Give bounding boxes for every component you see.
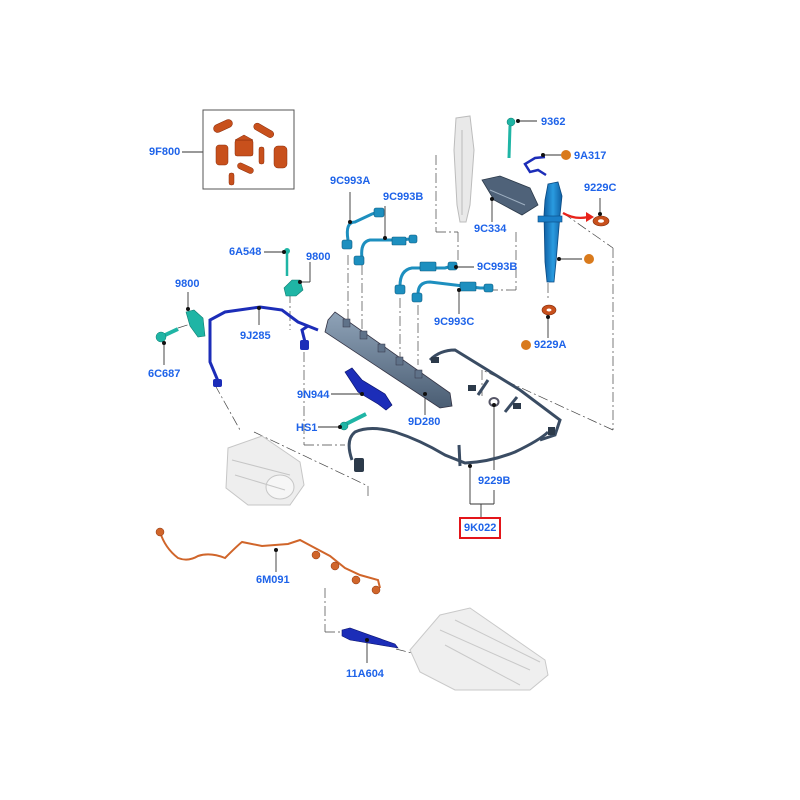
ghost-engine-lower — [225, 435, 305, 506]
red-arrow — [562, 212, 589, 219]
bolt-hs1 — [339, 412, 367, 431]
callout-marker-9229A — [521, 340, 531, 350]
rail-bracket — [344, 367, 393, 411]
line-fittings — [341, 207, 494, 303]
part-label-9C993C[interactable]: 9C993C — [434, 316, 475, 328]
hose-connectors — [354, 357, 555, 472]
fuel-injector — [537, 181, 563, 283]
ghost-cylinder-head — [409, 607, 549, 691]
seal-9229C — [592, 215, 610, 227]
supply-line-ends — [213, 340, 309, 387]
part-label-11A604[interactable]: 11A604 — [346, 668, 384, 680]
glow-plug-harness — [159, 531, 381, 589]
leader-lines — [163, 120, 601, 663]
alignment-lines — [177, 155, 614, 656]
part-label-6M091[interactable]: 6M091 — [256, 574, 290, 586]
supply-line — [208, 305, 319, 382]
bolt-6C687 — [155, 327, 179, 343]
part-label-9F800[interactable]: 9F800 — [149, 146, 181, 158]
leader-dots — [162, 119, 602, 642]
part-label-9229A[interactable]: 9229A — [534, 339, 567, 351]
washer-9229A — [541, 304, 557, 316]
part-label-9229B[interactable]: 9229B — [478, 475, 511, 487]
part-label-9J285[interactable]: 9J285 — [240, 330, 271, 342]
callout-marker-injector — [584, 254, 594, 264]
part-label-9N944[interactable]: 9N944 — [297, 389, 330, 401]
return-line-9A317 — [523, 155, 547, 177]
ghost-injector — [453, 115, 475, 223]
part-label-6A548[interactable]: 6A548 — [229, 246, 262, 258]
part-label-9C993B-lower[interactable]: 9C993B — [477, 261, 518, 273]
part-label-9C334[interactable]: 9C334 — [474, 223, 507, 235]
part-label-9C993A[interactable]: 9C993A — [330, 175, 371, 187]
bracket-9800-right — [283, 279, 304, 297]
fuel-rail — [324, 311, 453, 409]
injection-lines — [345, 210, 490, 295]
part-label-6C687[interactable]: 6C687 — [148, 368, 181, 380]
part-label-9362[interactable]: 9362 — [541, 116, 566, 128]
part-label-9A317[interactable]: 9A317 — [574, 150, 607, 162]
part-label-9C993B-upper[interactable]: 9C993B — [383, 191, 424, 203]
part-label-9800-right[interactable]: 9800 — [306, 251, 331, 263]
red-arrowhead — [586, 212, 594, 222]
part-label-9800-left[interactable]: 9800 — [175, 278, 200, 290]
return-hose — [347, 348, 562, 467]
harness-connectors — [155, 527, 381, 595]
bolt-9362 — [506, 117, 516, 159]
bracket-9800-left — [185, 309, 206, 338]
callout-marker-9A317 — [561, 150, 571, 160]
injector-clamp — [481, 175, 539, 216]
glow-plug — [341, 627, 399, 649]
part-label-9K022-highlighted[interactable]: 9K022 — [459, 517, 502, 539]
seal-kit-box — [202, 109, 295, 190]
part-label-9D280[interactable]: 9D280 — [408, 416, 441, 428]
part-label-HS1[interactable]: HS1 — [296, 422, 318, 434]
part-label-9229C[interactable]: 9229C — [584, 182, 617, 194]
